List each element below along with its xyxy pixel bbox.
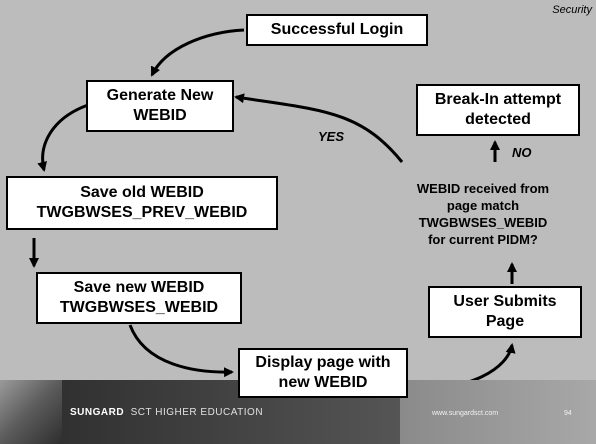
slide-footer: SUNGARD SCT HIGHER EDUCATION www.sungard…	[0, 380, 596, 444]
arrow-save-new-to-display	[128, 324, 234, 378]
node-user-submits-page: User Submits Page	[428, 286, 582, 338]
label-yes: YES	[318, 129, 345, 144]
node-break-in-attempt: Break-In attempt detected	[416, 84, 580, 136]
brand-division: SCT HIGHER EDUCATION	[130, 407, 264, 418]
brand-name: SUNGARD	[70, 407, 125, 418]
node-save-old-webid: Save old WEBID TWGBWSES_PREV_WEBID	[6, 176, 278, 230]
node-successful-login: Successful Login	[246, 14, 428, 46]
node-save-new-webid: Save new WEBID TWGBWSES_WEBID	[36, 272, 242, 324]
node-webid-check: WEBID received from page match TWGBWSES_…	[416, 181, 550, 247]
footer-brand: SUNGARD SCT HIGHER EDUCATION	[70, 407, 263, 418]
node-display-page: Display page with new WEBID	[238, 348, 408, 398]
footer-light-band	[400, 380, 596, 444]
slide-category: Security	[552, 4, 592, 16]
node-generate-new-webid: Generate New WEBID	[86, 80, 234, 132]
arrow-check-to-generate	[234, 93, 404, 163]
footer-url: www.sungardsct.com	[432, 410, 499, 417]
page-number: 94	[564, 410, 572, 417]
arrow-login-to-generate	[150, 28, 245, 77]
arrow-generate-to-save-old	[37, 103, 89, 172]
label-no: NO	[512, 145, 532, 160]
footer-building-image	[0, 380, 62, 444]
